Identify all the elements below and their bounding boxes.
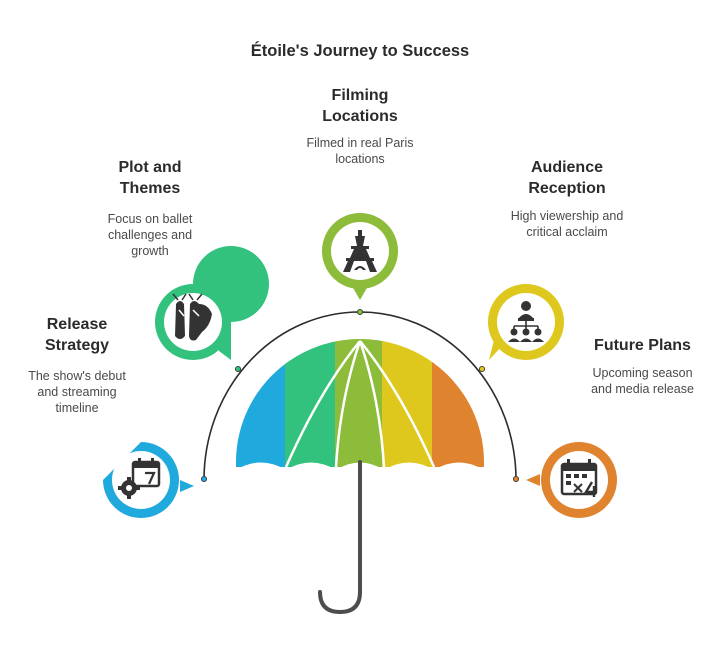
page-title: Étoile's Journey to Success (250, 42, 470, 60)
desc-release: The show's debut and streaming timeline (28, 369, 126, 415)
bubble-release (103, 442, 194, 518)
desc-filming: Filmed in real Paris locations (306, 136, 414, 166)
ballet-shoes-icon (172, 293, 212, 341)
heading-plot: Plot and Themes (118, 159, 182, 197)
calendar-gear-icon (118, 458, 161, 499)
calendar-multiply-icon (560, 459, 598, 497)
heading-release: Release Strategy (44, 316, 110, 354)
bubble-filming (322, 213, 398, 300)
bubble-future (526, 442, 617, 518)
heading-audience: Audience Reception (528, 159, 606, 197)
dot-release (200, 475, 207, 482)
bubble-audience (488, 284, 564, 360)
desc-audience: High viewership and critical acclaim (510, 209, 624, 239)
audience-icon (508, 301, 544, 342)
bubble-plot (155, 246, 269, 360)
heading-future: Future Plans (594, 337, 691, 354)
desc-plot: Focus on ballet challenges and growth (107, 212, 193, 258)
umbrella-handle (318, 460, 362, 615)
heading-filming: Filming Locations (322, 87, 398, 125)
umbrella-canopy (236, 339, 484, 480)
dot-plot (234, 365, 241, 372)
dot-future (513, 475, 520, 482)
dot-audience (478, 365, 485, 372)
dot-filming (356, 308, 363, 315)
eiffel-tower-icon (343, 230, 377, 272)
desc-future: Upcoming season and media release (591, 366, 694, 396)
